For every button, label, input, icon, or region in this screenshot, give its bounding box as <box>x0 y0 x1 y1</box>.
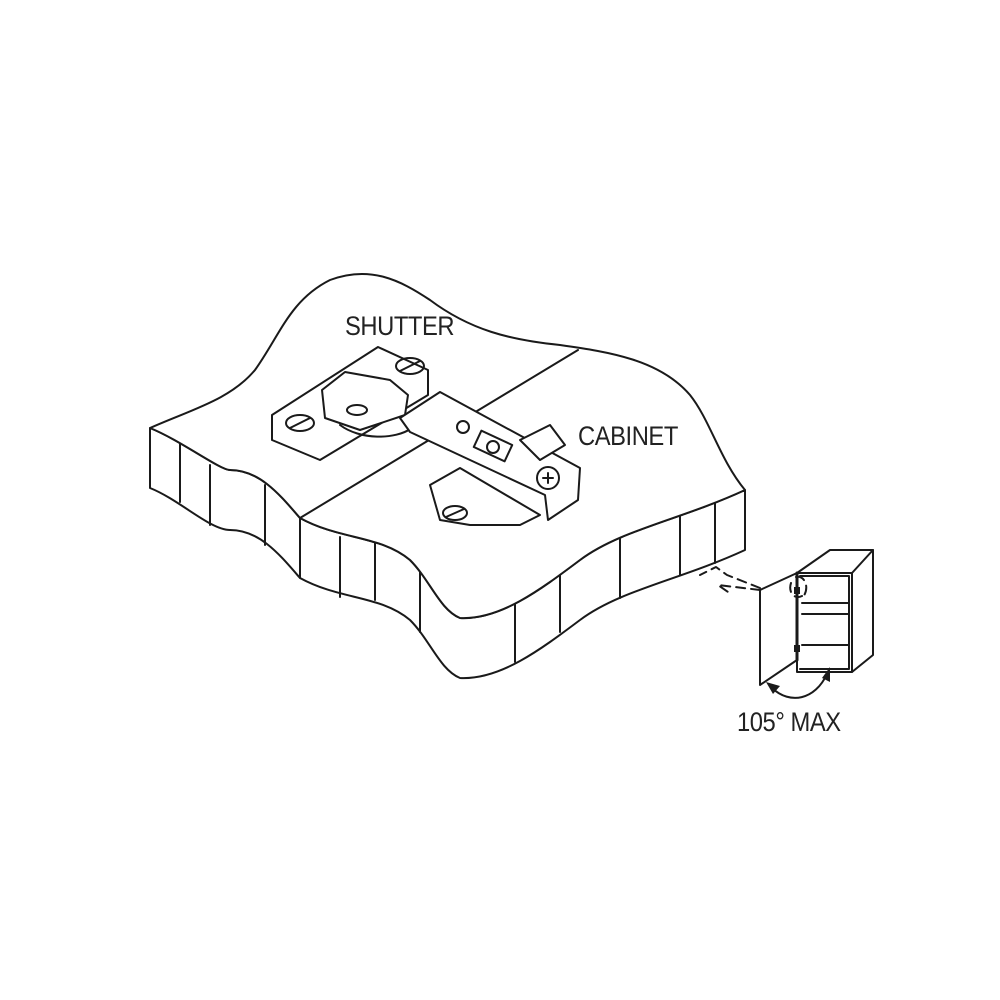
hinge <box>271 346 581 526</box>
cabinet-label: CABINET <box>578 421 678 451</box>
cabinet-opening-icon <box>699 549 874 699</box>
shutter-label: SHUTTER <box>345 311 455 341</box>
max-angle-label: 105° MAX <box>737 707 841 737</box>
board-front-walls <box>149 427 746 680</box>
